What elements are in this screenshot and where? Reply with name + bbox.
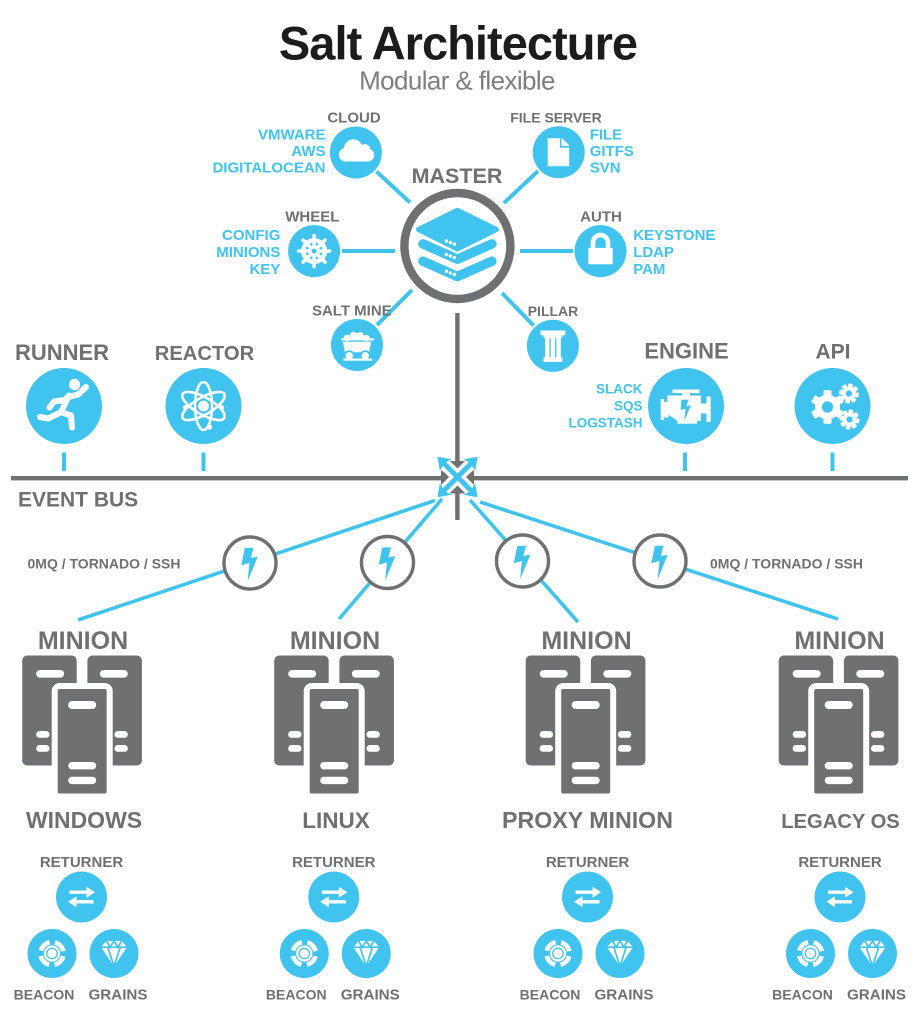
svg-text:GITFS: GITFS <box>590 143 634 160</box>
svg-text:LEGACY OS: LEGACY OS <box>781 811 900 833</box>
svg-text:Modular & flexible: Modular & flexible <box>359 66 555 96</box>
svg-text:AUTH: AUTH <box>580 209 622 226</box>
svg-text:API: API <box>815 341 850 364</box>
svg-text:KEY: KEY <box>250 261 281 278</box>
svg-text:PILLAR: PILLAR <box>528 303 579 319</box>
svg-text:SLACK: SLACK <box>596 382 643 397</box>
svg-text:CLOUD: CLOUD <box>327 109 380 126</box>
svg-text:PAM: PAM <box>633 261 665 278</box>
svg-text:ENGINE: ENGINE <box>644 339 728 364</box>
svg-text:DIGITALOCEAN: DIGITALOCEAN <box>212 160 325 177</box>
svg-text:FILE: FILE <box>590 127 623 144</box>
svg-text:PROXY MINION: PROXY MINION <box>502 807 673 833</box>
svg-text:SVN: SVN <box>590 160 621 177</box>
svg-text:AWS: AWS <box>291 143 325 160</box>
svg-text:Salt Architecture: Salt Architecture <box>279 17 637 70</box>
svg-text:MINION: MINION <box>290 627 380 655</box>
svg-text:SQS: SQS <box>614 399 643 414</box>
svg-text:FILE SERVER: FILE SERVER <box>510 109 602 125</box>
svg-text:MINION: MINION <box>38 627 128 655</box>
svg-text:VMWARE: VMWARE <box>258 127 326 144</box>
svg-text:KEYSTONE: KEYSTONE <box>633 227 715 244</box>
svg-text:LDAP: LDAP <box>633 244 674 261</box>
svg-text:MINION: MINION <box>541 627 631 655</box>
svg-text:RUNNER: RUNNER <box>15 340 109 365</box>
svg-text:MINIONS: MINIONS <box>216 244 280 261</box>
svg-text:REACTOR: REACTOR <box>155 343 255 365</box>
svg-text:WHEEL: WHEEL <box>285 209 339 226</box>
svg-text:SALT MINE: SALT MINE <box>312 303 392 320</box>
svg-text:MASTER: MASTER <box>412 164 503 188</box>
svg-text:0MQ / TORNADO / SSH: 0MQ / TORNADO / SSH <box>710 555 863 571</box>
svg-text:CONFIG: CONFIG <box>222 227 280 244</box>
svg-text:WINDOWS: WINDOWS <box>26 807 142 833</box>
svg-text:EVENT BUS: EVENT BUS <box>18 489 138 512</box>
svg-text:MINION: MINION <box>794 627 884 655</box>
svg-text:LOGSTASH: LOGSTASH <box>569 415 643 430</box>
svg-text:LINUX: LINUX <box>302 808 370 833</box>
svg-text:0MQ / TORNADO / SSH: 0MQ / TORNADO / SSH <box>28 555 181 571</box>
